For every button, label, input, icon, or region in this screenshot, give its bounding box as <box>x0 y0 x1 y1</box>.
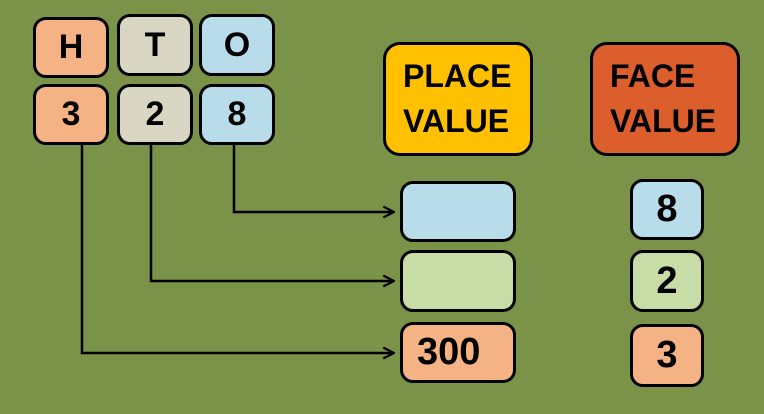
place-value-box-tens <box>400 250 516 312</box>
column-header-hundreds: H <box>33 17 109 78</box>
digit-hundreds: 3 <box>33 84 109 145</box>
column-header-tens: T <box>117 14 193 76</box>
place-value-box-hundreds: 300 <box>400 322 516 383</box>
arrow-tens <box>149 143 393 281</box>
place-value-box-ones <box>400 181 516 242</box>
place-value-title-line1: PLACE <box>403 58 512 94</box>
face-value-box-ones: 8 <box>630 179 704 240</box>
place-value-title: PLACE VALUE <box>383 42 533 156</box>
arrow-hundreds <box>80 143 393 353</box>
arrow-ones <box>232 143 393 212</box>
column-header-ones: O <box>199 14 275 76</box>
face-value-title-line1: FACE <box>610 58 696 94</box>
face-value-title-line2: VALUE <box>610 103 717 139</box>
place-value-title-line2: VALUE <box>403 103 510 139</box>
face-value-title: FACE VALUE <box>590 42 740 156</box>
digit-tens: 2 <box>117 84 193 145</box>
face-value-box-tens: 2 <box>630 250 704 312</box>
digit-ones: 8 <box>199 84 275 145</box>
face-value-box-hundreds: 3 <box>630 324 704 387</box>
